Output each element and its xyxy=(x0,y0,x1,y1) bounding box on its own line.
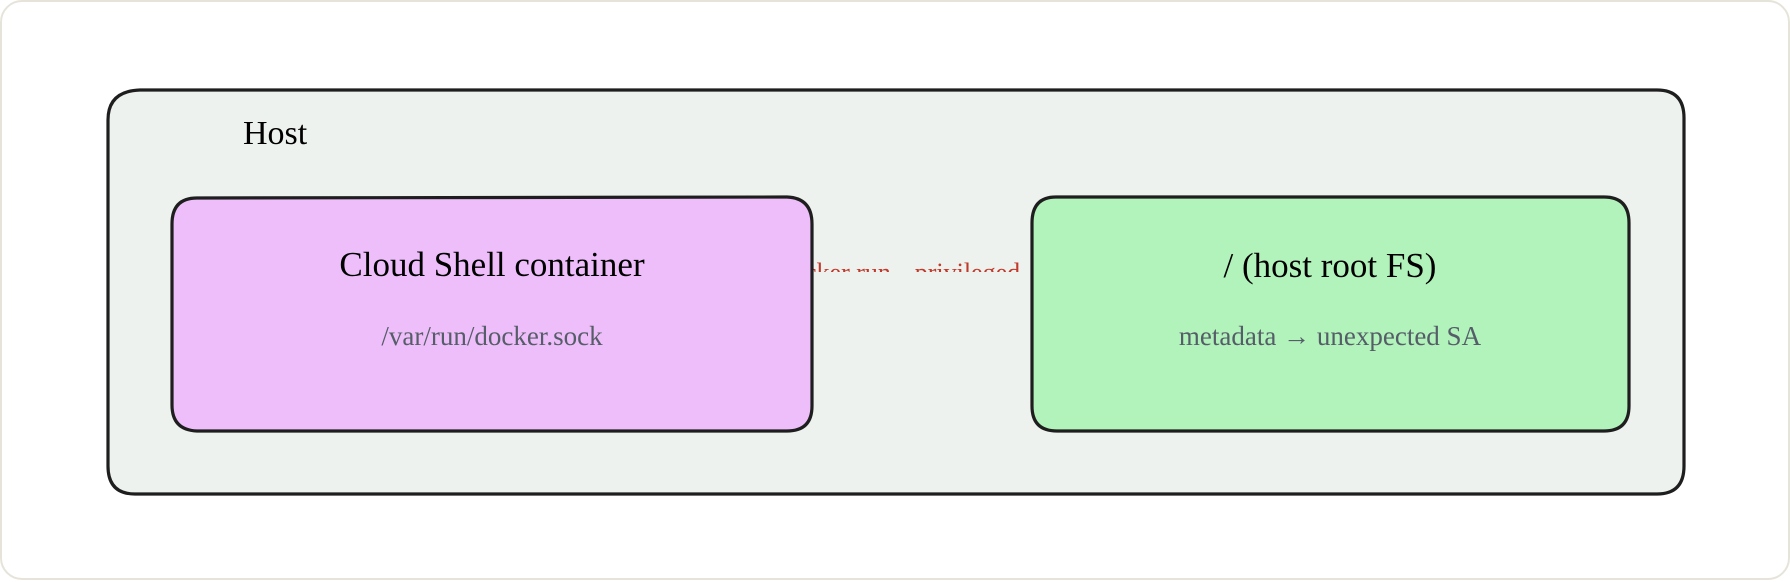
container-node[interactable]: Cloud Shell container /var/run/docker.so… xyxy=(170,195,814,433)
container-box xyxy=(170,195,814,433)
edge-privileged: docker run --privileged xyxy=(779,258,1020,287)
edge-label: docker run --privileged xyxy=(779,258,1020,287)
container-title: Cloud Shell container xyxy=(339,245,645,284)
container-subtitle: /var/run/docker.sock xyxy=(381,321,603,351)
host-label: Host xyxy=(243,115,308,152)
hostfs-node[interactable]: / (host root FS) metadata → unexpected S… xyxy=(1030,195,1631,433)
hostfs-subtitle: metadata → unexpected SA xyxy=(1179,321,1482,351)
hostfs-title: / (host root FS) xyxy=(1224,246,1437,285)
hostfs-box xyxy=(1030,195,1631,433)
